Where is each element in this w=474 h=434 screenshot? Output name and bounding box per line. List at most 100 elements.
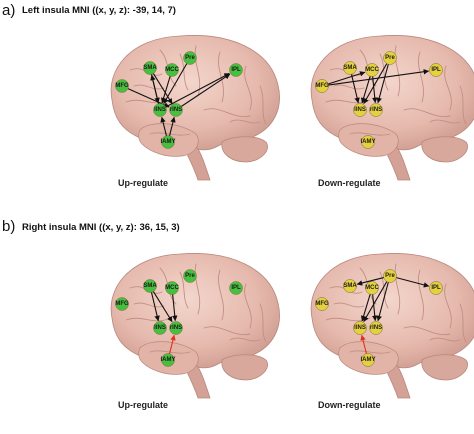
arrow-sma-to-lins [350, 74, 360, 104]
node-lamy: lAMY [161, 353, 176, 367]
brain-sulcus [444, 65, 452, 111]
brain-sulcus [194, 45, 201, 97]
node-lins: lINS [153, 321, 167, 335]
node-mcc-label: MCC [165, 285, 179, 291]
node-mfg: MFG [315, 297, 329, 311]
node-mfg-circle [115, 79, 129, 93]
node-lins-circle [353, 103, 367, 117]
node-pre-circle [383, 269, 397, 283]
red-arrow-lamy-to-rins [169, 334, 176, 354]
node-ipl-circle [229, 63, 243, 77]
node-rins-circle [169, 321, 183, 335]
brain-sulcus [349, 132, 391, 136]
brain-sulcus [403, 108, 451, 118]
node-ipl: IPL [429, 281, 443, 295]
brain-sulcus [403, 326, 451, 336]
node-mcc: MCC [365, 281, 379, 295]
panel-b-title: Right insula MNI ((x, y, z): 36, 15, 3) [22, 222, 180, 233]
brain-sulcus [179, 271, 189, 309]
node-pre-circle [183, 51, 197, 65]
node-pre: Pre [383, 269, 397, 283]
brain-sulcus [379, 271, 389, 309]
node-mcc-label: MCC [365, 67, 379, 73]
brain-sulcus [133, 84, 165, 90]
node-sma-circle [343, 61, 357, 75]
node-lamy-circle [161, 353, 175, 367]
node-lamy-circle [361, 353, 375, 367]
node-ipl-label: IPL [431, 285, 441, 291]
brain-sulcus [379, 53, 389, 91]
brain-sulcus [349, 350, 391, 354]
panel-a-letter: a) [2, 2, 16, 19]
node-sma-circle [143, 61, 157, 75]
node-mcc-circle [365, 281, 379, 295]
node-lamy-label: lAMY [361, 357, 376, 363]
node-mfg-circle [315, 79, 329, 93]
node-mfg: MFG [315, 79, 329, 93]
node-lamy-label: lAMY [161, 357, 176, 363]
node-rins: rINS [369, 103, 383, 117]
panel-b-up-label: Up-regulate [118, 400, 169, 410]
arrow-mcc-to-lins [360, 294, 371, 322]
panel-a-title: Left insula MNI ((x, y, z): -39, 14, 7) [22, 5, 176, 16]
node-pre-label: Pre [385, 55, 395, 61]
node-rins-circle [369, 321, 383, 335]
arrow-mcc-to-rins [172, 294, 178, 322]
brain-sulcus [259, 303, 267, 343]
arrow-pre-to-lins [363, 63, 388, 104]
brain-sulcus [194, 263, 201, 315]
node-pre-circle [383, 51, 397, 65]
node-mfg-circle [115, 297, 129, 311]
brain-sulcus [218, 51, 224, 103]
node-ipl: IPL [229, 63, 243, 77]
brain-sulcus [203, 108, 251, 118]
node-mfg: MFG [115, 297, 129, 311]
brain-sulcus [429, 337, 461, 342]
node-rins-circle [369, 103, 383, 117]
node-sma-label: SMA [143, 65, 157, 71]
node-ipl: IPL [429, 63, 443, 77]
connection-arrows [328, 63, 430, 104]
node-rins: rINS [369, 321, 383, 335]
node-ipl-label: IPL [231, 285, 241, 291]
node-mfg: MFG [115, 79, 129, 93]
panel-a-down-label: Down-regulate [318, 178, 381, 188]
node-mfg-label: MFG [115, 83, 129, 89]
node-sma-label: SMA [343, 65, 357, 71]
brain-cerebellum [421, 136, 468, 163]
node-pre: Pre [383, 51, 397, 65]
node-lamy-label: lAMY [161, 139, 176, 145]
node-ipl-label: IPL [431, 67, 441, 73]
brain-sulcus [125, 317, 171, 322]
node-lamy: lAMY [161, 135, 176, 149]
arrow-lamy-to-rins [169, 116, 176, 136]
node-lamy: lAMY [361, 135, 376, 149]
node-pre-label: Pre [185, 55, 195, 61]
arrow-pre-to-ipl [396, 277, 430, 288]
node-lins-circle [153, 321, 167, 335]
node-sma: SMA [343, 61, 357, 75]
node-mcc: MCC [165, 281, 179, 295]
node-rins-label: rINS [370, 325, 382, 331]
node-sma-label: SMA [143, 283, 157, 289]
arrow-pre-to-rins [376, 282, 389, 322]
node-lins-label: lINS [354, 325, 366, 331]
brain-sulcus [244, 283, 252, 329]
node-mcc: MCC [365, 63, 379, 77]
node-mcc-circle [365, 63, 379, 77]
brain-sulcus [259, 85, 267, 125]
node-sma: SMA [343, 279, 357, 293]
node-rins-circle [169, 103, 183, 117]
brain-sulcus [394, 263, 401, 315]
node-ipl-circle [429, 63, 443, 77]
arrow-lins-to-ipl [165, 73, 230, 108]
node-lins-label: lINS [354, 107, 366, 113]
brain-sulcus [459, 303, 467, 343]
brain-sulcus [418, 269, 424, 321]
node-mfg-circle [315, 297, 329, 311]
panel-b-letter: b) [2, 218, 16, 235]
node-mfg-label: MFG [115, 301, 129, 307]
